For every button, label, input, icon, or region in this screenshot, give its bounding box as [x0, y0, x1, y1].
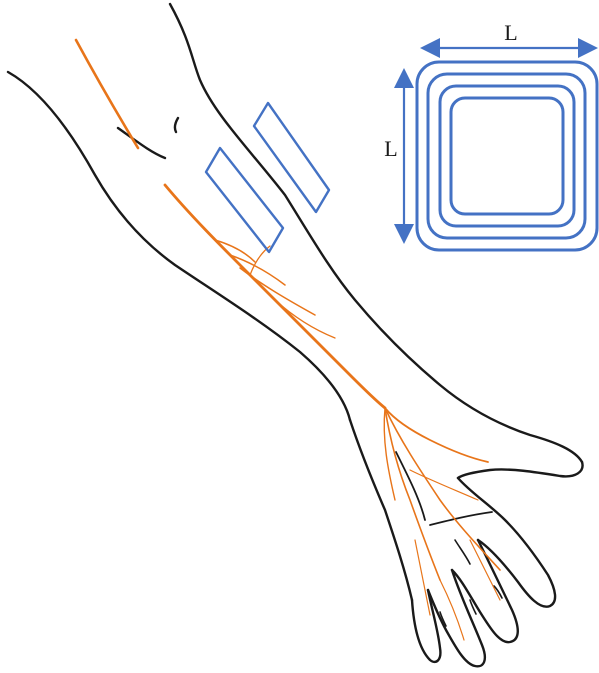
- nerve-branch-hand-4: [384, 408, 395, 500]
- elbow-crease: [118, 128, 165, 158]
- nerve-branch-hand-6: [470, 540, 500, 600]
- electrode-pads: [206, 103, 329, 252]
- coil-turns: [417, 62, 597, 250]
- electrode-pad-upper: [254, 103, 329, 212]
- width-label: L: [504, 20, 517, 45]
- arrow-right-head-icon: [578, 38, 598, 58]
- thumb-outline: [458, 462, 583, 478]
- arrow-up-head-icon: [394, 68, 414, 88]
- coil-inset: L L: [384, 20, 598, 250]
- coil-turn-3: [440, 86, 574, 226]
- height-label: L: [384, 136, 397, 161]
- palm-crease-3: [455, 540, 470, 564]
- nerve-branch-hand-2: [385, 408, 500, 570]
- nerve-branch-hand-1: [385, 408, 488, 462]
- nerve-upper-segment: [76, 40, 138, 148]
- upper-arm-bottom-edge: [8, 72, 350, 420]
- palm-crease-1: [396, 452, 425, 520]
- wrist-lower-edge: [350, 420, 412, 600]
- coil-turn-4: [451, 98, 563, 214]
- electrode-pad-lower: [206, 148, 283, 252]
- finger-2: [452, 540, 518, 642]
- palm-crease-2: [430, 512, 492, 525]
- nerve-branch-hand-7: [440, 580, 464, 640]
- arrow-down-head-icon: [394, 224, 414, 244]
- arrow-left-head-icon: [420, 38, 440, 58]
- finger-4: [412, 590, 440, 662]
- nerve-branch-hand-8: [415, 540, 430, 615]
- elbow-mark: [175, 118, 178, 132]
- nerve-branch-forearm-4: [275, 300, 335, 338]
